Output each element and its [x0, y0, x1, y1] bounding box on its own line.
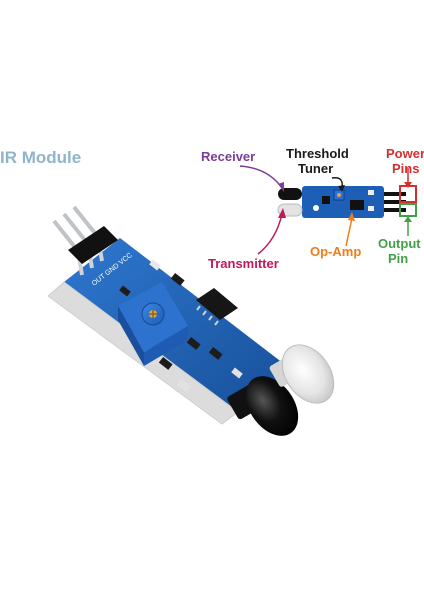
transmitter-led [269, 344, 335, 404]
receiver-arrow [239, 165, 283, 189]
transmitter-label: Transmitter [208, 256, 279, 271]
header-pins [52, 205, 118, 276]
transmitter-arrow [257, 213, 283, 255]
potentiometer [118, 282, 188, 366]
power-label-line2: Pins [392, 161, 420, 176]
threshold-label-line2: Tuner [298, 161, 334, 176]
thumbnail-module [277, 185, 417, 218]
opamp-chip [196, 288, 238, 326]
page-title: IR Module [0, 148, 82, 167]
power-label-line1: Power [386, 146, 424, 161]
output-label-line2: Pin [388, 251, 409, 266]
receiver-led [227, 376, 299, 436]
opamp-arrow [345, 217, 353, 247]
receiver-label: Receiver [201, 149, 256, 164]
threshold-label-line1: Threshold [286, 146, 349, 161]
output-label-line1: Output [378, 236, 421, 251]
opamp-label: Op-Amp [310, 244, 362, 259]
